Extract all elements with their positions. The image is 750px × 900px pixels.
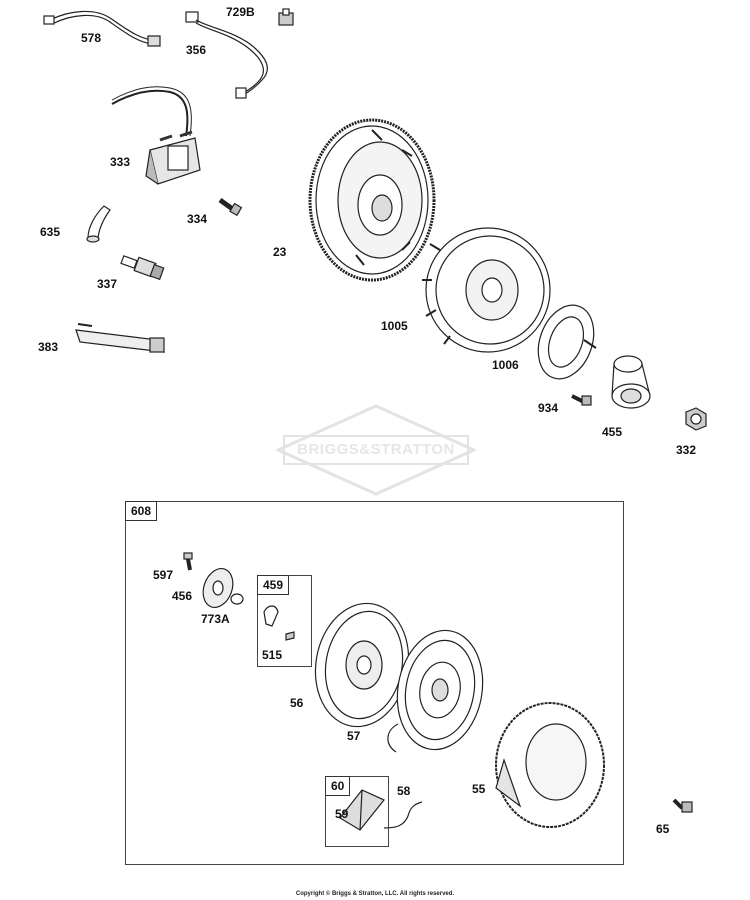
label-729b: 729B <box>226 5 255 19</box>
label-356: 356 <box>186 43 207 57</box>
label-23: 23 <box>273 245 287 259</box>
label-55: 55 <box>472 782 486 796</box>
label-332: 332 <box>676 443 697 457</box>
label-934: 934 <box>538 401 559 415</box>
part-1006-grass-screen <box>537 304 597 380</box>
label-455: 455 <box>602 425 623 439</box>
label-456: 456 <box>172 589 193 603</box>
kit-60-label: 60 <box>325 776 351 796</box>
copyright-notice: Copyright © Briggs & Stratton, LLC. All … <box>295 891 455 897</box>
part-383-spark-plug-wrench <box>75 323 166 353</box>
part-59-starter-handle <box>339 789 385 831</box>
label-333: 333 <box>110 155 131 169</box>
part-456-retainer <box>202 568 234 608</box>
kit-60-box <box>325 776 389 847</box>
part-578-wire-harness <box>43 10 161 47</box>
part-56-pulley <box>314 602 410 728</box>
label-597: 597 <box>153 568 174 582</box>
part-773a-ring <box>230 593 244 605</box>
label-515: 515 <box>262 648 283 662</box>
label-1005: 1005 <box>381 319 408 333</box>
part-455-starter-cup <box>611 355 651 409</box>
part-635-spark-plug-boot <box>86 205 111 243</box>
part-334-screw <box>218 197 243 217</box>
kit-608-label: 608 <box>125 501 158 521</box>
label-773a: 773A <box>201 612 230 626</box>
part-23-flywheel <box>308 118 436 282</box>
part-55-rewind-starter-housing <box>495 702 605 828</box>
part-65-screw <box>672 798 693 813</box>
label-578: 578 <box>81 31 102 45</box>
watermark-text: BRIGGS&STRATTON <box>297 441 455 458</box>
part-597-screw <box>183 552 193 571</box>
part-58-starter-rope <box>383 801 423 829</box>
label-334: 334 <box>187 212 208 226</box>
kit-608-box <box>125 501 624 865</box>
label-635: 635 <box>40 225 61 239</box>
part-729b-connector <box>278 8 294 26</box>
label-59: 59 <box>335 807 349 821</box>
part-332-flywheel-nut <box>685 407 707 431</box>
part-333-armature <box>111 86 201 185</box>
part-515-pawl-spring <box>263 605 295 641</box>
label-1006: 1006 <box>492 358 519 372</box>
part-356-lead-wire <box>185 11 268 99</box>
briggs-stratton-watermark: BRIGGS&STRATTON <box>274 404 478 496</box>
part-1005-blower-housing-fan <box>422 227 551 353</box>
label-65: 65 <box>656 822 670 836</box>
label-383: 383 <box>38 340 59 354</box>
part-934-screw <box>571 394 592 406</box>
label-56: 56 <box>290 696 304 710</box>
kit-459-label: 459 <box>257 575 290 595</box>
part-57-rewind-spring <box>387 629 484 753</box>
label-57: 57 <box>347 729 361 743</box>
part-337-spark-plug <box>120 255 165 281</box>
label-58: 58 <box>397 784 411 798</box>
label-337: 337 <box>97 277 118 291</box>
